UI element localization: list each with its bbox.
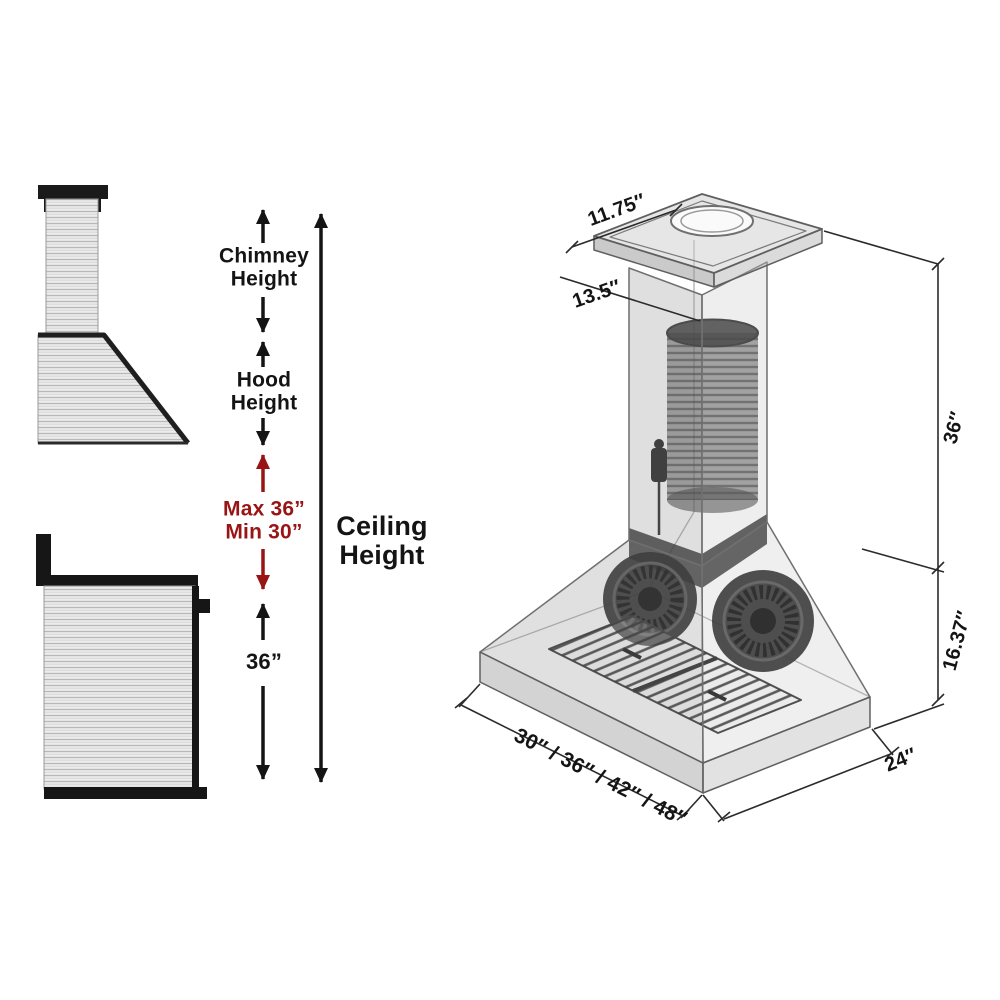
baffle-filters bbox=[548, 615, 802, 734]
motor bbox=[651, 439, 667, 535]
hood-3d-diagram bbox=[454, 193, 945, 823]
front-view-hood-illustration bbox=[36, 534, 210, 799]
inner-duct bbox=[666, 318, 759, 513]
chimney-height-label: Chimney Height bbox=[218, 244, 310, 290]
side-view-hood-illustration bbox=[37, 185, 190, 445]
mount-max-label: Max 36” bbox=[223, 497, 305, 521]
height-arrows bbox=[256, 209, 328, 783]
crown-plate bbox=[593, 193, 823, 288]
base-band bbox=[479, 651, 871, 794]
blower-assembly bbox=[603, 514, 814, 672]
ceiling-height-label: Ceiling Height bbox=[336, 510, 428, 570]
chimney-duct bbox=[628, 261, 768, 567]
clearance-label: 36” bbox=[245, 649, 283, 675]
mount-min-label: Min 30” bbox=[225, 520, 303, 543]
mount-range-label: Max 36” Min 30” bbox=[223, 498, 305, 543]
dimension-lines bbox=[454, 203, 945, 823]
hood-height-label: Hood Height bbox=[230, 368, 298, 414]
